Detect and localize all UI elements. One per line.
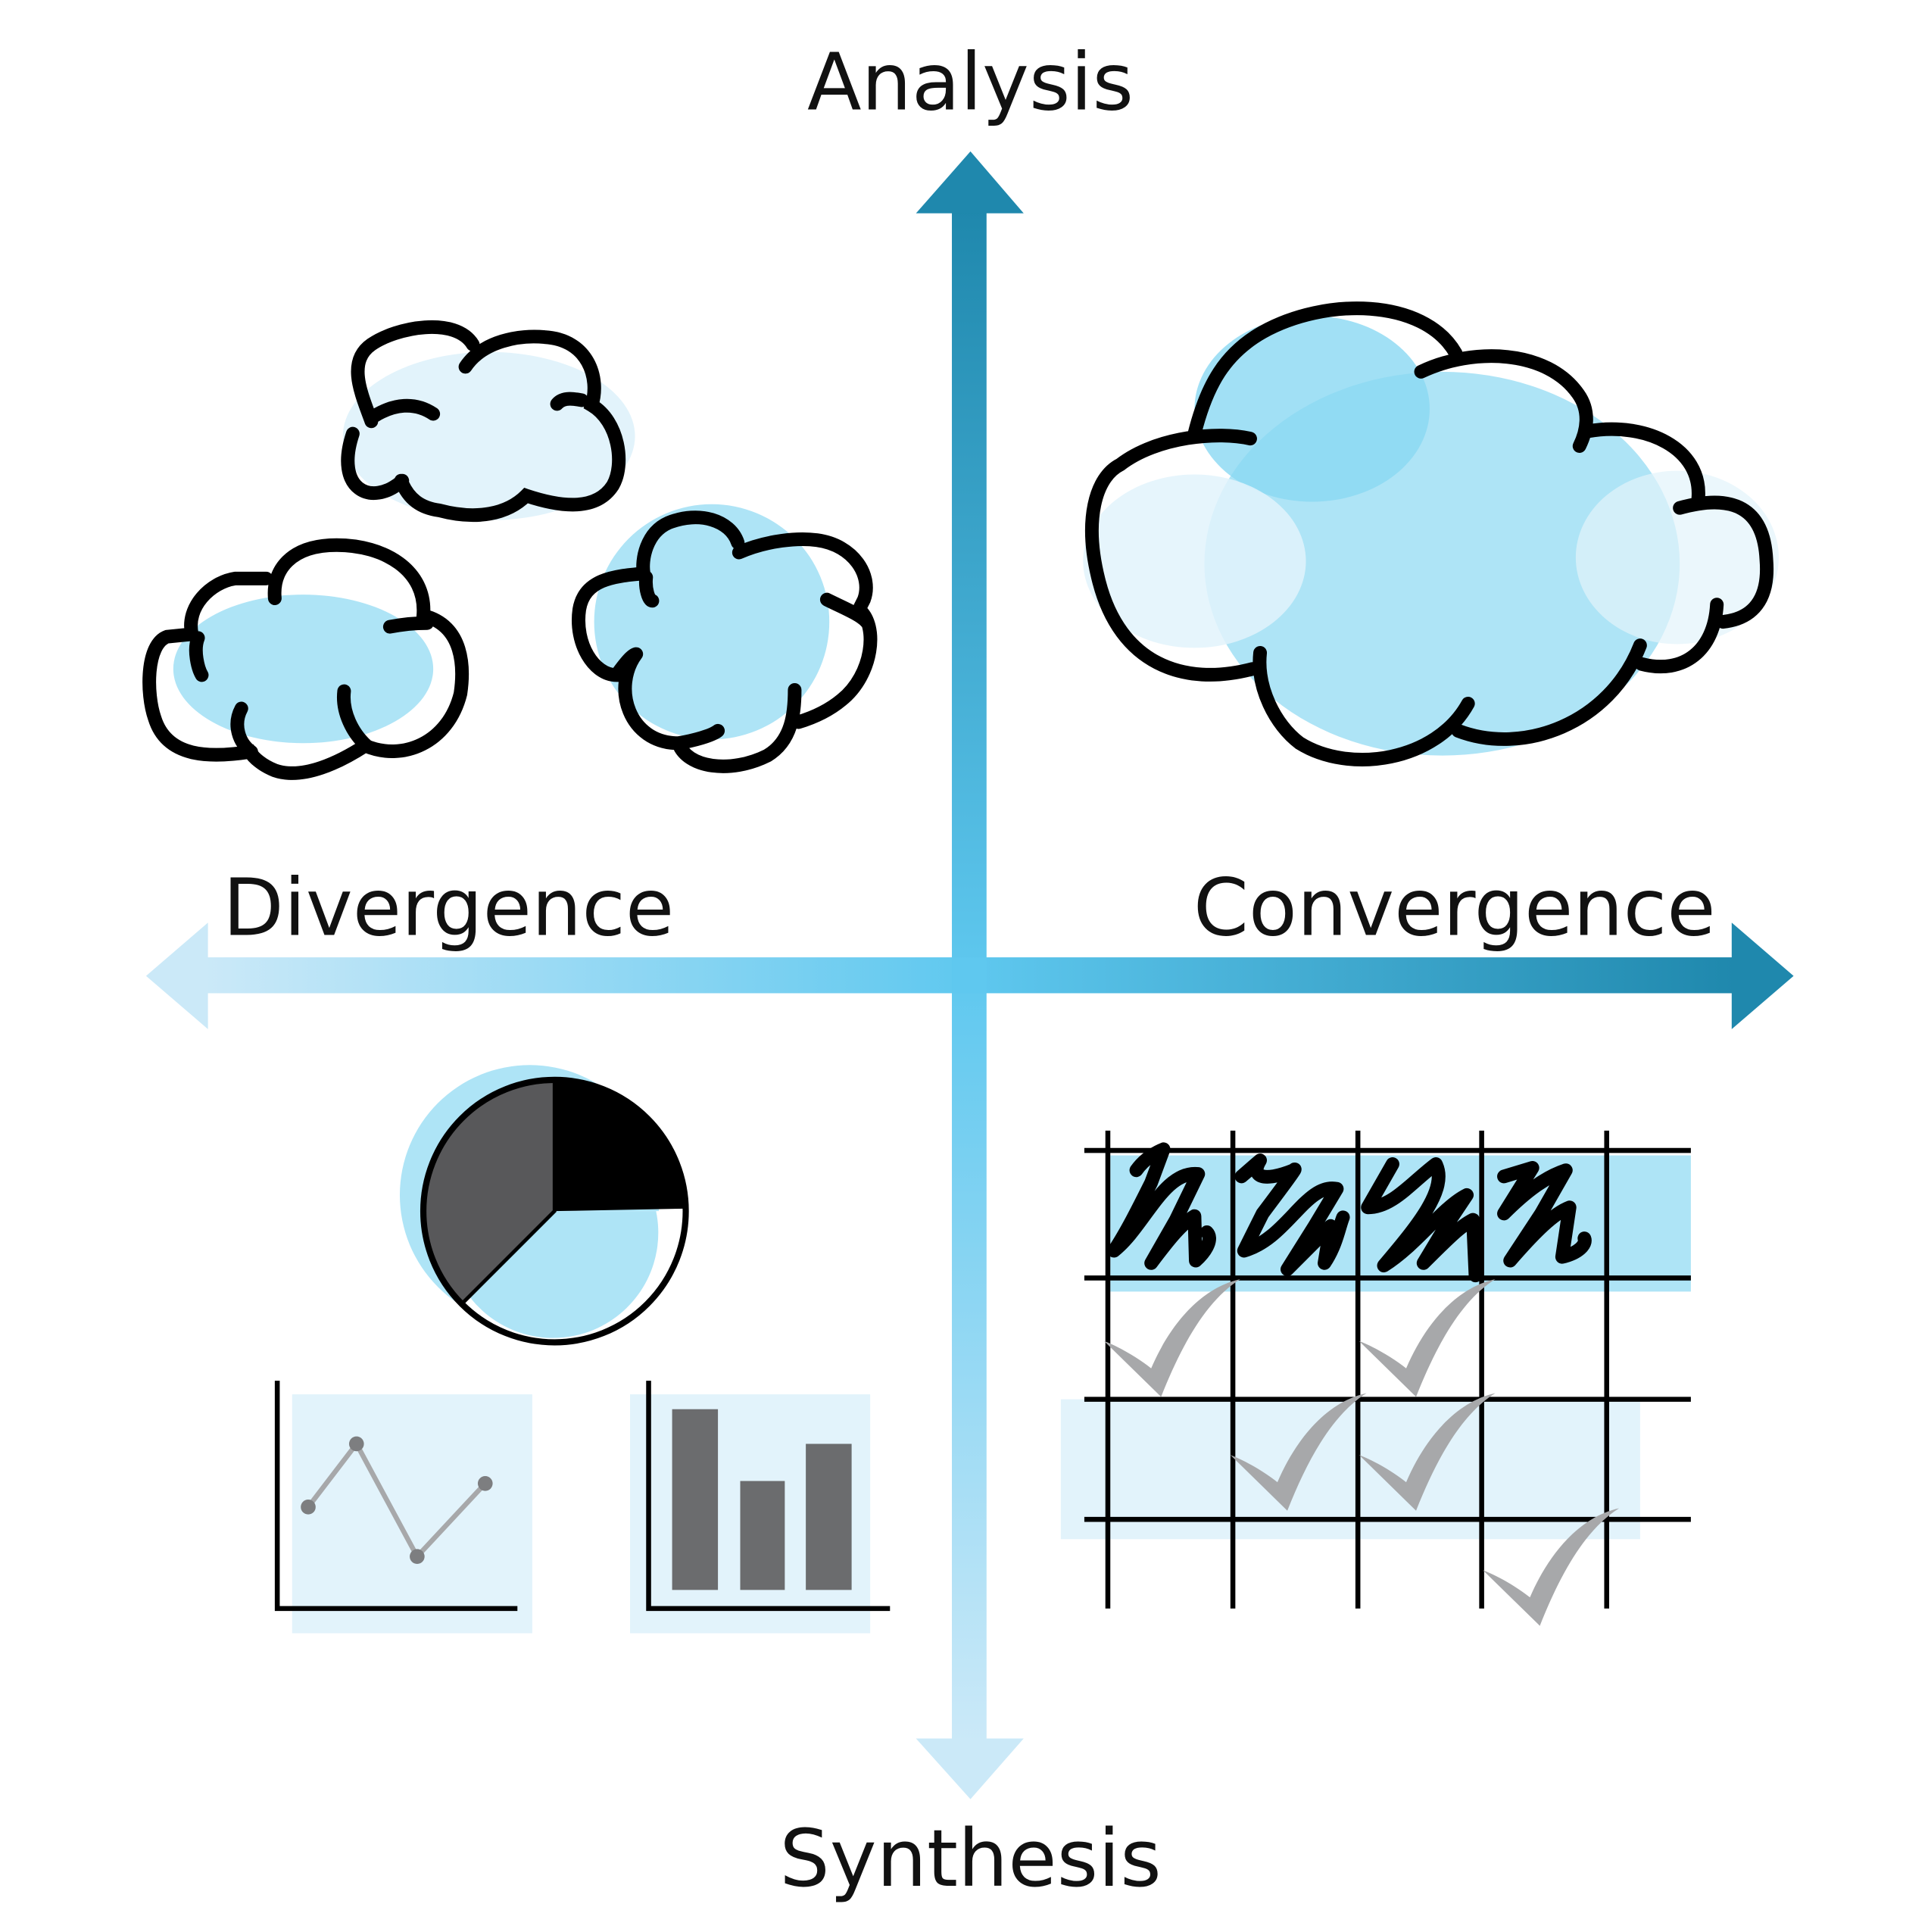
pie-chart-icon	[399, 1065, 689, 1346]
arrow-up-icon	[916, 151, 1024, 214]
line-point	[348, 1436, 364, 1452]
bar	[806, 1444, 852, 1590]
label-divergence: Divergence	[223, 862, 674, 954]
line-point	[301, 1500, 316, 1515]
pie-slice-black	[554, 1081, 685, 1212]
large-cloud-icon	[1083, 301, 1779, 766]
scribbles	[1107, 1142, 1592, 1283]
line-chart-icon	[274, 1381, 532, 1634]
arrow-down-icon	[916, 1738, 1024, 1799]
arrow-right-icon	[1731, 922, 1794, 1029]
small-clouds-icon	[142, 320, 878, 780]
label-analysis: Analysis	[807, 36, 1134, 128]
label-convergence: Convergence	[1193, 862, 1716, 954]
checklist-grid-icon	[1060, 1130, 1691, 1626]
checkmarks	[1104, 1279, 1620, 1626]
pie-slice-blue	[470, 1211, 659, 1338]
bar-chart-icon	[630, 1381, 891, 1634]
check-icon	[1230, 1393, 1367, 1511]
check-icon	[1483, 1508, 1620, 1626]
check-icon	[1104, 1279, 1240, 1397]
line-point	[410, 1549, 425, 1565]
bar	[740, 1481, 785, 1590]
horizontal-axis-arrow	[145, 922, 1794, 1029]
bar	[672, 1409, 719, 1590]
label-synthesis: Synthesis	[779, 1812, 1161, 1905]
check-icon	[1359, 1279, 1496, 1397]
arrow-left-icon	[145, 922, 208, 1029]
check-icon	[1359, 1393, 1496, 1511]
line-point	[477, 1475, 493, 1491]
